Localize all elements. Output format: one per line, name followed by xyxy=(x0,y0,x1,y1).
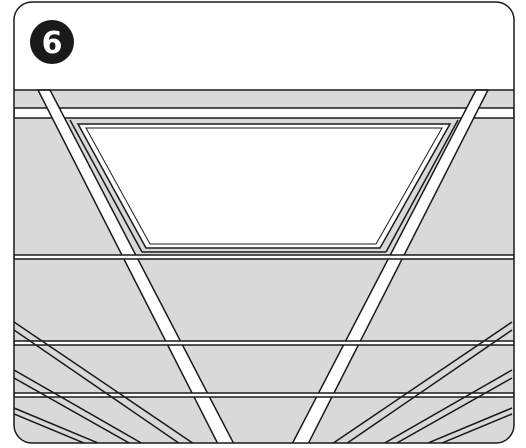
top-grid-rail xyxy=(14,107,514,119)
light-panel-bevel xyxy=(85,127,443,245)
grid-rail-4 xyxy=(14,392,514,398)
panel-border xyxy=(13,1,515,444)
step-badge: 6 xyxy=(30,20,74,64)
step-number: 6 xyxy=(42,26,63,61)
grid-rail-3 xyxy=(14,340,514,346)
light-panel xyxy=(76,123,452,249)
step-badge-circle xyxy=(30,20,74,64)
grid-rail-2 xyxy=(14,254,514,260)
